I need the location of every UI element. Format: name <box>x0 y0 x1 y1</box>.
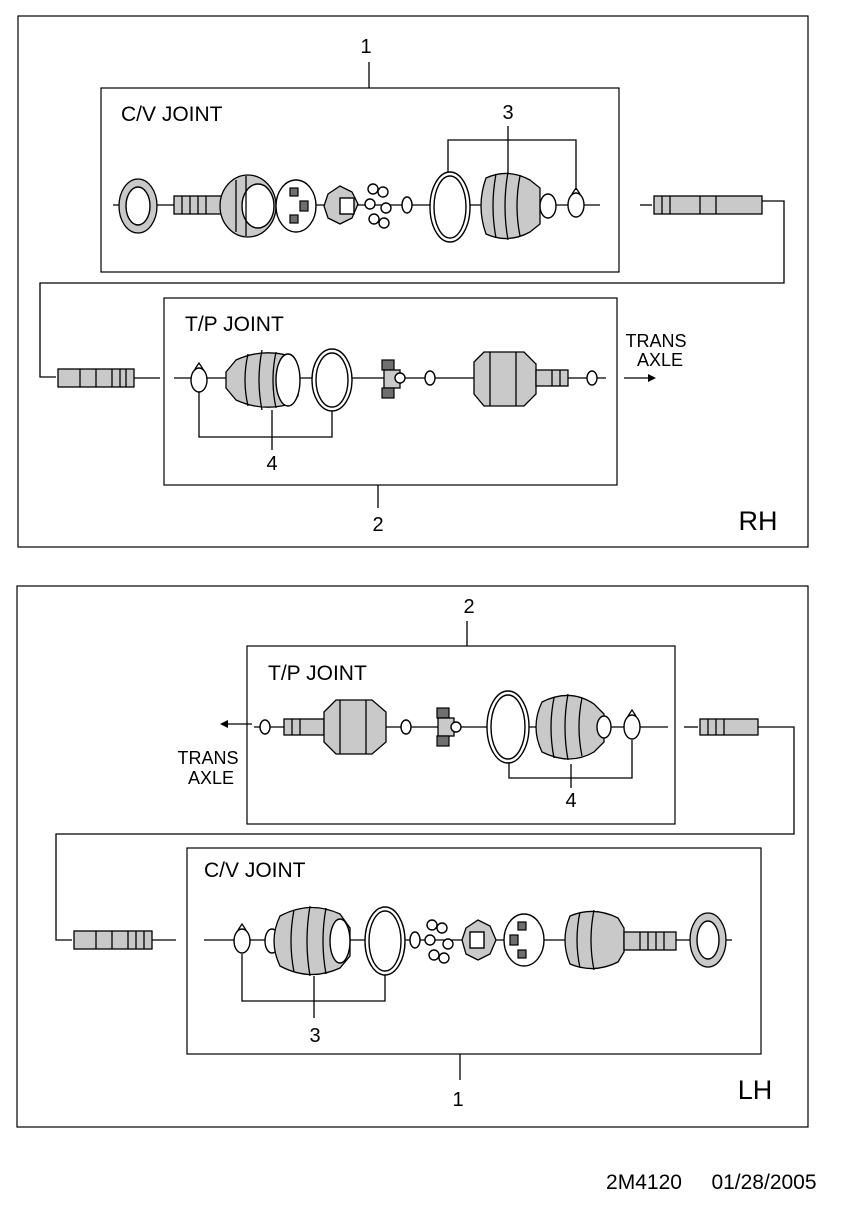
rh-callout-2: 2 <box>372 514 383 536</box>
rh-outer-race <box>173 174 277 238</box>
rh-shaft-inner-end <box>57 368 160 388</box>
rh-inner-race <box>323 185 359 225</box>
rh-large-clamp <box>429 171 471 243</box>
lh-tp-joint-label: T/P JOINT <box>268 662 367 685</box>
rh-cage <box>275 179 317 233</box>
lh-axle-shaft <box>55 718 795 941</box>
rh-tripod <box>381 359 406 399</box>
lh-balls <box>424 919 454 964</box>
lh-tp-o-ring <box>259 719 271 735</box>
lh-cv-joint-label: C/V JOINT <box>204 859 306 882</box>
rh-callout-4: 4 <box>266 453 277 475</box>
lh-outer-race <box>564 909 677 971</box>
rh-axle-label: AXLE <box>637 350 683 370</box>
lh-cv-large-clamp <box>364 906 406 976</box>
lh-callout-2: 2 <box>463 596 474 618</box>
lh-tp-boot <box>535 693 612 761</box>
rh-tp-o-ring <box>586 370 598 386</box>
lh-tp-small-clamp <box>623 708 641 740</box>
rh-trans-arrow <box>624 374 656 382</box>
rh-tp-small-clamp <box>190 361 208 393</box>
rh-callout-3: 3 <box>502 102 513 124</box>
lh-axle-label: AXLE <box>188 768 234 788</box>
rh-tp-joint-label: T/P JOINT <box>185 313 284 336</box>
rh-callout-4-bracket <box>198 390 333 438</box>
rh-axle-shaft <box>39 195 785 378</box>
rh-tp-joint-box <box>163 297 618 486</box>
lh-callout-4: 4 <box>565 790 576 812</box>
rh-balls <box>364 183 392 229</box>
lh-tp-large-clamp <box>486 690 530 764</box>
rh-callout-3-bracket <box>447 139 577 190</box>
lh-tp-retaining-ring <box>400 719 412 735</box>
lh-shaft-outer-end <box>73 930 176 950</box>
drawing-code: 2M4120 <box>606 1171 682 1194</box>
lh-panel-frame <box>16 585 809 1128</box>
lh-tp-joint-box <box>246 645 676 825</box>
lh-cv-retaining-ring <box>409 931 421 949</box>
rh-cv-joint-label: C/V JOINT <box>121 103 223 126</box>
lh-cv-joint-box <box>186 847 762 1055</box>
rh-side-label: RH <box>739 506 778 536</box>
rh-small-clamp <box>567 186 585 218</box>
rh-trans-label: TRANS <box>625 331 686 351</box>
lh-cv-boot <box>264 905 351 977</box>
rh-cv-boot <box>480 171 557 241</box>
lh-dust-shield <box>689 912 727 968</box>
lh-tripod <box>436 707 462 747</box>
rh-callout-1: 1 <box>360 36 371 58</box>
rh-tp-large-clamp <box>311 348 353 412</box>
lh-callout-1: 1 <box>452 1089 463 1111</box>
lh-trans-arrow <box>220 720 252 728</box>
rh-retaining-ring <box>401 196 413 214</box>
drawing-date: 01/28/2005 <box>711 1171 816 1194</box>
lh-cage <box>503 913 545 967</box>
rh-tp-housing <box>473 351 569 407</box>
lh-cv-small-clamp <box>233 922 251 954</box>
lh-callout-3: 3 <box>309 1025 320 1047</box>
rh-tp-retaining-ring <box>424 370 436 386</box>
lh-inner-race <box>461 919 497 961</box>
rh-cv-joint-box <box>100 87 620 273</box>
lh-panel: 2 T/P JOINT TRANS AXLE <box>16 585 809 1128</box>
lh-trans-label: TRANS <box>177 748 238 768</box>
lh-tp-housing <box>283 699 387 755</box>
rh-dust-shield <box>118 178 158 234</box>
rh-panel: 1 C/V JOINT 3 <box>17 15 809 548</box>
rh-tp-boot <box>225 349 301 411</box>
lh-side-label: LH <box>738 1075 773 1105</box>
rh-panel-frame <box>17 15 809 548</box>
